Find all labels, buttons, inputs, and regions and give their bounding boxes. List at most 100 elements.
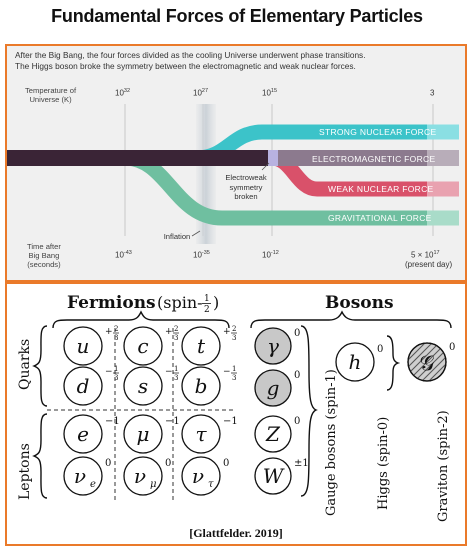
graviton-circle-hatch-4 (408, 343, 446, 381)
lepton-2-charge: −1 (223, 416, 238, 427)
higgs-charge: 0 (377, 344, 383, 355)
higgs-circle (335, 342, 375, 382)
gauge-boson-1-symbol: g (267, 376, 280, 400)
gauge-boson-2-charge: 0 (294, 416, 300, 427)
electroweak-pointer (261, 162, 270, 171)
quark-d-charge-den: 3 (114, 374, 118, 382)
quark-c-sign: + (165, 327, 173, 337)
time-tick-3: 10-12 (262, 250, 279, 260)
fermions-spin-num: 1 (204, 294, 210, 304)
lepton-4-charge: 0 (165, 458, 171, 469)
quark-s-sign: − (165, 367, 173, 377)
force-label-electromagnetic: ELECTROMAGNETIC FORCE (312, 154, 436, 164)
graviton-circle-hatch-1 (408, 343, 426, 381)
quark-s-charge-den: 3 (174, 374, 178, 382)
fermions-heading: Fermions (67, 293, 156, 313)
time-label-line2: Big Bang (28, 251, 60, 260)
electroweak-marker (268, 150, 278, 166)
temp-tick-2: 1027 (193, 88, 209, 98)
gravity-tail (427, 210, 459, 226)
quark-s-charge-num: 1 (174, 365, 178, 373)
gauge-boson-3-symbol: W (263, 464, 285, 488)
time-label: Time after Big Bang (seconds) (27, 242, 61, 269)
particles-diagram: Fermions (spin- 1 2 ) Bosons Quarks Lept… (17, 293, 455, 522)
gauge-boson-0-symbol: γ (267, 334, 279, 358)
quark-c-charge-den: 3 (174, 334, 178, 342)
citation: [Glattfelder. 2019] (189, 526, 283, 540)
graviton-outline (407, 342, 447, 382)
lepton-4-subscript: μ (150, 479, 157, 490)
lepton-5-symbol: ν (192, 464, 204, 488)
time-tick-4: 5 × 1017 (411, 250, 440, 260)
fermions-spin-close: ) (213, 293, 219, 312)
particles-panel: Fermions (spin- 1 2 ) Bosons Quarks Lept… (5, 282, 467, 546)
graviton-symbol: 𝒢 (420, 351, 435, 375)
graviton-circle-hatch-3 (408, 343, 440, 381)
fermions-spin-den: 2 (204, 305, 210, 315)
lepton-1-circle (123, 414, 163, 454)
gauge-boson-1-circle (254, 369, 292, 407)
quark-u-circle (63, 326, 103, 366)
graviton-circle-hatch-5 (414, 343, 446, 381)
gauge-brace (300, 325, 318, 497)
quark-u-charge-num: 2 (114, 325, 118, 333)
temp-tick-1: 1032 (115, 88, 131, 98)
gauge-boson-2-symbol: Z (265, 422, 281, 446)
quark-b-sign: − (223, 367, 231, 377)
lepton-3-circle (63, 456, 103, 496)
lepton-5-subscript: τ (208, 479, 214, 490)
leptons-brace (32, 413, 48, 499)
inflation-pointer (191, 230, 201, 237)
graviton-charge: 0 (449, 342, 455, 353)
temp-tick-3: 1015 (262, 88, 278, 98)
time-tick-2: 10-35 (193, 250, 210, 260)
quark-d-circle (63, 366, 103, 406)
electroweak-note: Electroweak symmetry broken (216, 173, 276, 202)
quark-t-charge-num: 2 (232, 325, 236, 333)
present-day-label: (present day) (405, 260, 453, 269)
electroweak-note-line3: broken (234, 192, 258, 201)
quark-t-symbol: t (197, 334, 206, 358)
leptons-label: Leptons (17, 443, 33, 500)
quark-u-sign: + (105, 327, 113, 337)
quark-b-charge-den: 3 (232, 374, 236, 382)
quark-c-charge-num: 2 (174, 325, 178, 333)
gauge-bosons-label: Gauge bosons (spin-1) (324, 369, 339, 516)
lepton-2-circle (181, 414, 221, 454)
quark-u-charge-den: 3 (114, 334, 118, 342)
electromagnetic-tail (427, 150, 459, 166)
temp-tick-4: 3 (430, 88, 435, 98)
lepton-0-symbol: e (77, 422, 89, 446)
fermions-top-brace (52, 310, 230, 329)
force-label-weak: WEAK NUCLEAR FORCE (328, 184, 434, 194)
gauge-boson-3-circle (254, 457, 292, 495)
quark-t-sign: + (223, 327, 231, 337)
higgs-brace (386, 335, 401, 391)
electromagnetic-band (272, 150, 459, 166)
quark-t-circle (181, 326, 221, 366)
graviton-circle-hatch-7 (428, 343, 446, 381)
quarks-brace (32, 325, 48, 407)
weak-tail (427, 181, 459, 197)
electroweak-note-line1: Electroweak (225, 173, 267, 182)
lepton-3-charge: 0 (105, 458, 111, 469)
higgs-label: Higgs (spin-0) (376, 417, 391, 510)
forces-panel: After the Big Bang, the four forces divi… (5, 44, 467, 282)
graviton-label: Graviton (spin-2) (436, 410, 451, 522)
time-label-line3: (seconds) (27, 260, 61, 269)
quark-s-symbol: s (138, 374, 148, 398)
gauge-boson-2-circle (254, 415, 292, 453)
temperature-label-line1: Temperature of (25, 86, 77, 95)
lepton-5-charge: 0 (223, 458, 229, 469)
graviton-circle-hatch-2 (408, 343, 433, 381)
fermions-spin-open: (spin- (157, 293, 203, 312)
lepton-3-symbol: ν (74, 464, 86, 488)
quark-s-circle (123, 366, 163, 406)
lepton-0-circle (63, 414, 103, 454)
force-label-gravitational: GRAVITATIONAL FORCE (328, 213, 432, 223)
time-label-line1: Time after (27, 242, 61, 251)
lepton-3-subscript: e (90, 479, 96, 490)
lepton-4-circle (123, 456, 163, 496)
